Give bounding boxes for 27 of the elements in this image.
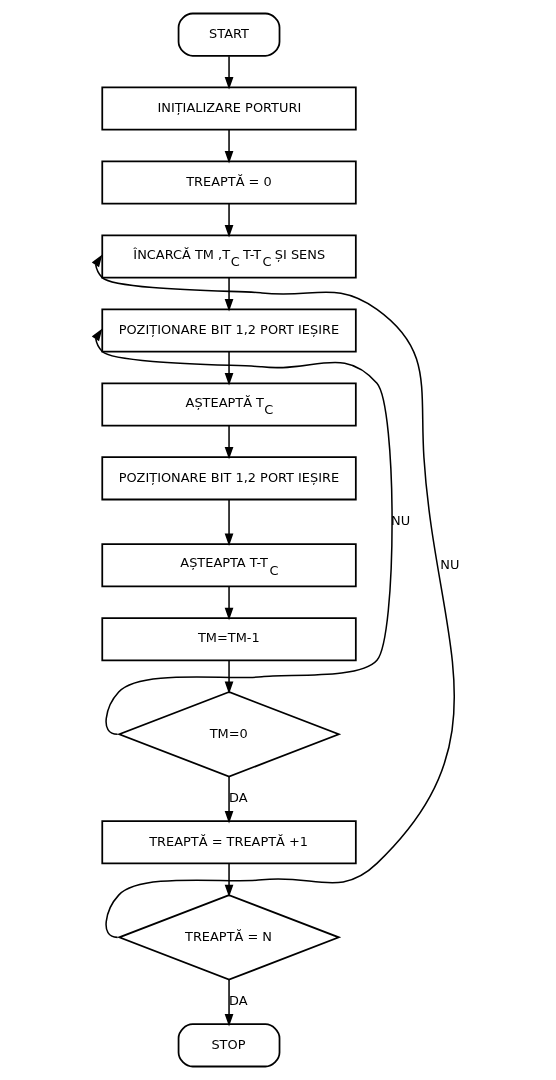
arrow (224, 586, 234, 621)
node-box: TM=TM-1 (101, 617, 357, 662)
arrow (224, 862, 234, 898)
arrow (91, 254, 455, 939)
arrow (224, 277, 234, 312)
node-diamond: TREAPTĂ = N (116, 894, 342, 981)
arrow (224, 55, 234, 90)
arrow (224, 129, 234, 164)
node-box: TREAPTĂ = TREAPTĂ +1 (101, 820, 357, 865)
arrow (224, 203, 234, 238)
edge-label: DA (229, 993, 248, 1009)
node-box: START (177, 12, 281, 57)
arrow (91, 328, 393, 736)
node-box: STOP (177, 1023, 281, 1068)
arrow (224, 978, 234, 1027)
arrow (224, 425, 234, 460)
node-diamond: TM=0 (116, 691, 342, 778)
node-box: INIȚIALIZARE PORTURI (101, 86, 357, 131)
node-box: POZIȚIONARE BIT 1,2 PORT IEȘIRE (101, 456, 357, 501)
arrow (224, 498, 234, 546)
arrow (224, 775, 234, 824)
node-box: POZIȚIONARE BIT 1,2 PORT IEȘIRE (101, 308, 357, 353)
arrow (224, 351, 234, 386)
node-box: TREAPTĂ = 0 (101, 160, 357, 205)
edge-label: NU (440, 556, 460, 572)
arrow (224, 659, 234, 694)
edge-label: DA (229, 790, 248, 806)
